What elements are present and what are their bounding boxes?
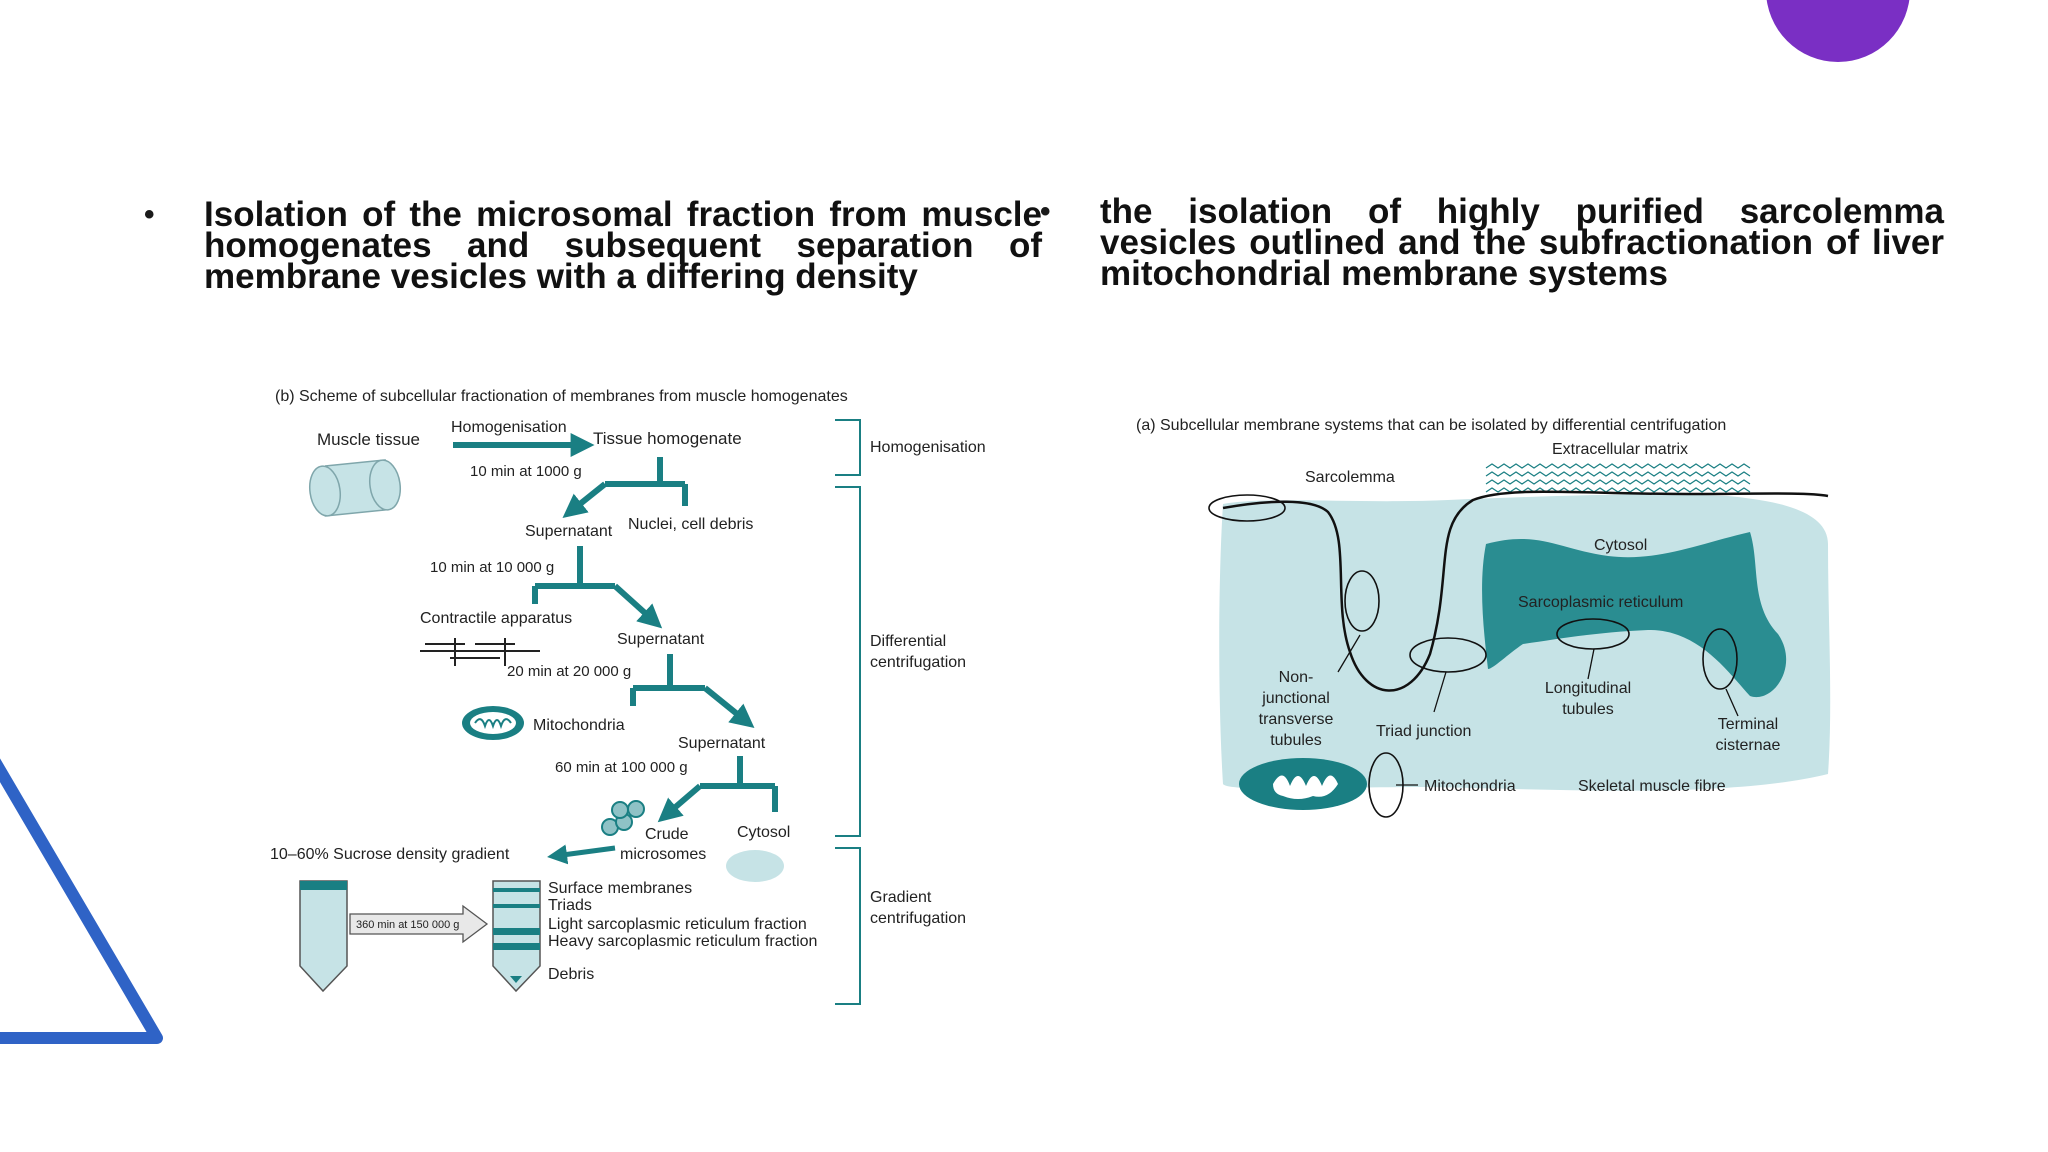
non-junctional-label: Non- — [1279, 669, 1314, 686]
highlight-rings — [1208, 494, 1738, 818]
cytosol-label: Cytosol — [737, 824, 790, 841]
decorative-purple-circle — [1766, 0, 1910, 62]
stage-differential-label-1: Differential — [870, 633, 946, 650]
bullet-marker: • — [1040, 195, 1051, 228]
extracellular-matrix-label: Extracellular matrix — [1552, 441, 1688, 458]
figure-b-caption: (b) Scheme of subcellular fractionation … — [275, 388, 848, 405]
split-arrow-3 — [630, 654, 755, 729]
crude-microsomes-label-2: microsomes — [620, 846, 706, 863]
extracellular-matrix-pattern — [1485, 463, 1751, 493]
split-arrow-2 — [532, 546, 663, 629]
step3-label: 20 min at 20 000 g — [507, 663, 631, 680]
skeletal-fibre-label: Skeletal muscle fibre — [1578, 778, 1726, 795]
sarcoplasmic-reticulum-shape — [1482, 532, 1787, 698]
mitochondria-label: Mitochondria — [1424, 778, 1516, 795]
terminal-label: Terminal — [1718, 716, 1778, 733]
fraction-label: Light sarcoplasmic reticulum fraction — [548, 916, 807, 933]
triad-junction-label: Triad junction — [1376, 723, 1471, 740]
sarcolemma-membrane — [1222, 490, 1829, 692]
bullet-item-microsomal: • Isolation of the microsomal fraction f… — [144, 195, 1042, 296]
supernatant-2-label: Supernatant — [617, 631, 705, 648]
split-arrow-4 — [657, 756, 778, 823]
cytosol-icon — [726, 850, 784, 882]
split-arrow-1 — [562, 457, 688, 518]
step1-label: 10 min at 1000 g — [470, 463, 582, 480]
stage-gradient-label-2: centrifugation — [870, 910, 966, 927]
bullet-item-sarcolemma: • the isolation of highly purified sarco… — [1040, 192, 1944, 293]
step4-label: 60 min at 100 000 g — [555, 759, 688, 776]
figure-a-caption: (a) Subcellular membrane systems that ca… — [1136, 417, 1726, 434]
muscle-tissue-icon — [308, 459, 402, 517]
crude-microsomes-icon — [601, 800, 645, 836]
decorative-blue-triangle — [0, 758, 163, 1044]
leader-lines — [1337, 634, 1739, 786]
debris-label: Debris — [548, 966, 594, 983]
bullet-text: the isolation of highly purified sarcole… — [1100, 192, 1944, 293]
gradient-arrow — [547, 844, 616, 865]
muscle-tissue-label: Muscle tissue — [317, 430, 420, 449]
mitochondrion-icon — [1239, 758, 1367, 810]
crude-microsomes-label-1: Crude — [645, 826, 689, 843]
cytosol-label: Cytosol — [1594, 537, 1647, 554]
nuclei-label: Nuclei, cell debris — [628, 516, 753, 533]
spin-label: 360 min at 150 000 g — [356, 919, 459, 931]
supernatant-3-label: Supernatant — [678, 735, 766, 752]
bullet-marker: • — [144, 198, 155, 231]
centrifuge-tube-before — [299, 880, 348, 993]
stage-differential-label-2: centrifugation — [870, 654, 966, 671]
sarcolemma-label: Sarcolemma — [1305, 469, 1395, 486]
sucrose-gradient-label: 10–60% Sucrose density gradient — [270, 846, 510, 863]
mitochondria-icon — [462, 706, 524, 740]
longitudinal-label: tubules — [1562, 701, 1614, 718]
mitochondria-label: Mitochondria — [533, 717, 625, 734]
fraction-label: Heavy sarcoplasmic reticulum fraction — [548, 933, 817, 950]
stage-homogenisation-label: Homogenisation — [870, 439, 986, 456]
fraction-label: Triads — [548, 897, 592, 914]
contractile-label: Contractile apparatus — [420, 610, 572, 627]
muscle-membrane-systems-diagram: (a) Subcellular membrane systems that ca… — [1136, 417, 1831, 818]
supernatant-1-label: Supernatant — [525, 523, 613, 540]
stage-brackets — [835, 419, 861, 1005]
sarcoplasmic-reticulum-label: Sarcoplasmic reticulum — [1518, 594, 1683, 611]
contractile-apparatus-icon — [420, 638, 540, 666]
stage-gradient-label-1: Gradient — [870, 889, 932, 906]
fractionation-scheme-diagram: (b) Scheme of subcellular fractionation … — [270, 388, 986, 1005]
centrifuge-tube-after — [492, 880, 541, 993]
spin-arrow — [349, 904, 489, 944]
step2-label: 10 min at 10 000 g — [430, 559, 554, 576]
tissue-homogenate-label: Tissue homogenate — [593, 429, 742, 448]
longitudinal-label: Longitudinal — [1545, 680, 1631, 697]
bullet-text: Isolation of the microsomal fraction fro… — [204, 195, 1042, 296]
homogenisation-arrow-label: Homogenisation — [451, 419, 567, 436]
fraction-label: Surface membranes — [548, 880, 692, 897]
non-junctional-label: transverse — [1259, 711, 1334, 728]
terminal-label: cisternae — [1716, 737, 1781, 754]
non-junctional-label: tubules — [1270, 732, 1322, 749]
non-junctional-label: junctional — [1261, 690, 1330, 707]
